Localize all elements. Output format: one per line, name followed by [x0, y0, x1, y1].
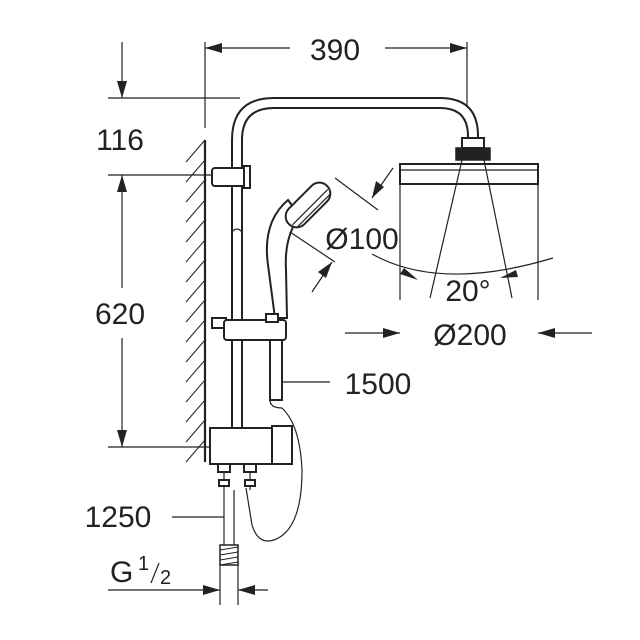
arm-drop-label: 116: [96, 124, 144, 157]
thread-prefix: G: [110, 556, 133, 589]
dimension-width: 390: [204, 34, 468, 128]
dimension-hand-diameter: Ø100: [289, 167, 399, 293]
dimension-rail-length: 620: [95, 174, 215, 448]
hand-diameter-label: Ø100: [325, 223, 398, 256]
inlet-hose: 1250: [85, 490, 239, 605]
hand-shower-hose: 1500: [245, 339, 412, 542]
wall-hatching: [185, 139, 206, 463]
dimension-arm-drop: 116: [96, 42, 240, 157]
thread-denominator: 2: [160, 567, 171, 589]
mixer-body: [209, 425, 293, 490]
dimension-head-diameter: Ø200: [345, 319, 592, 352]
hand-shower-slider: [211, 313, 287, 341]
width-label: 390: [310, 34, 360, 67]
rail-length-label: 620: [95, 298, 145, 331]
hand-shower: [265, 181, 332, 319]
head-diameter-label: Ø200: [433, 319, 506, 352]
wall-bracket-top: [211, 165, 251, 189]
wall: [185, 139, 207, 463]
dimension-thread: G 1 2: [108, 553, 268, 595]
inlet-hose-label: 1250: [85, 501, 152, 534]
rail-break-mark: [231, 228, 243, 233]
hose-length-label: 1500: [345, 368, 412, 401]
angle-label: 20°: [445, 275, 490, 308]
dimension-angle: 20°: [371, 253, 554, 308]
thread-numerator: 1: [138, 553, 149, 575]
